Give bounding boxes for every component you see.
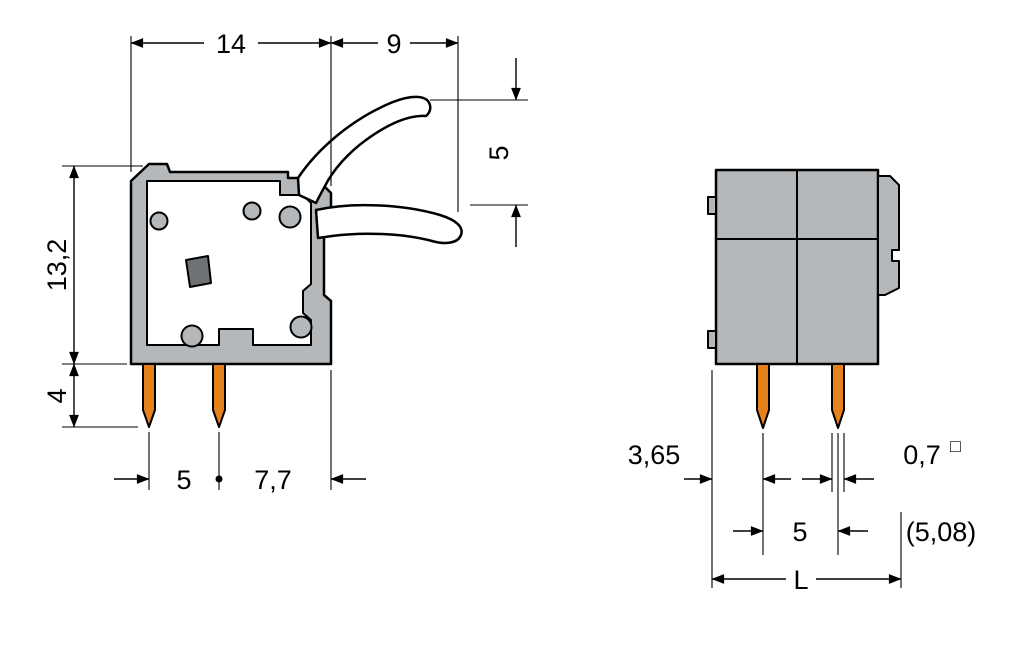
side-view: 14 9 5 13,2 4 5 bbox=[42, 29, 528, 495]
dim-label-4: 4 bbox=[42, 388, 72, 403]
dim-label-3-65: 3,65 bbox=[628, 440, 681, 470]
dim-label-L: L bbox=[793, 565, 808, 595]
clamp-lever-lower bbox=[314, 203, 463, 245]
clamp-hole bbox=[180, 324, 204, 348]
dim-lever-height: 5 bbox=[484, 58, 521, 247]
dim-label-9: 9 bbox=[386, 29, 401, 59]
dim-pin-length: 4 bbox=[42, 363, 79, 428]
solder-pin-right-side bbox=[212, 363, 226, 428]
dim-pin-width: 0,7 □ bbox=[802, 436, 961, 484]
test-slot bbox=[185, 255, 212, 288]
dimension-dot bbox=[215, 475, 223, 483]
dim-label-5-08: (5,08) bbox=[906, 517, 977, 547]
side-flange bbox=[877, 175, 900, 296]
dim-pin-pitch-front: 5 bbox=[733, 517, 868, 547]
dim-label-5-pitch-side: 5 bbox=[176, 465, 191, 495]
solder-pin-right-front bbox=[831, 363, 845, 429]
dim-pin-to-edge: 7,7 bbox=[254, 465, 366, 495]
dim-label-13-2: 13,2 bbox=[42, 239, 72, 292]
clamp-lever-upper bbox=[296, 95, 432, 205]
mounting-tab bbox=[707, 330, 717, 349]
dim-edge-to-pin: 3,65 bbox=[628, 440, 791, 484]
housing-cavity bbox=[146, 180, 312, 346]
clamp-hole bbox=[242, 201, 262, 221]
dim-lever-reach: 9 bbox=[330, 29, 459, 59]
clamp-hole bbox=[289, 315, 313, 339]
dim-label-5-lever: 5 bbox=[484, 145, 514, 160]
clamp-hole bbox=[278, 205, 302, 229]
dim-pin-pitch-side: 5 bbox=[114, 465, 223, 495]
mounting-tab bbox=[707, 196, 717, 215]
clamp-hole bbox=[149, 211, 169, 231]
dim-label-5-pitch-front: 5 bbox=[792, 517, 807, 547]
clamp-holes bbox=[149, 201, 313, 348]
front-view: 3,65 0,7 □ 5 (5,08) L bbox=[628, 168, 977, 595]
dim-total-width: L bbox=[711, 565, 902, 595]
dim-label-14: 14 bbox=[216, 29, 246, 59]
square-symbol: □ bbox=[950, 436, 961, 456]
dim-label-7-7: 7,7 bbox=[254, 465, 292, 495]
dim-label-0-7: 0,7 bbox=[903, 440, 941, 470]
solder-pin-left-front bbox=[756, 363, 770, 429]
dim-width-total: 14 bbox=[130, 29, 332, 59]
solder-pin-left-side bbox=[142, 363, 156, 428]
dim-body-height: 13,2 bbox=[42, 165, 79, 365]
